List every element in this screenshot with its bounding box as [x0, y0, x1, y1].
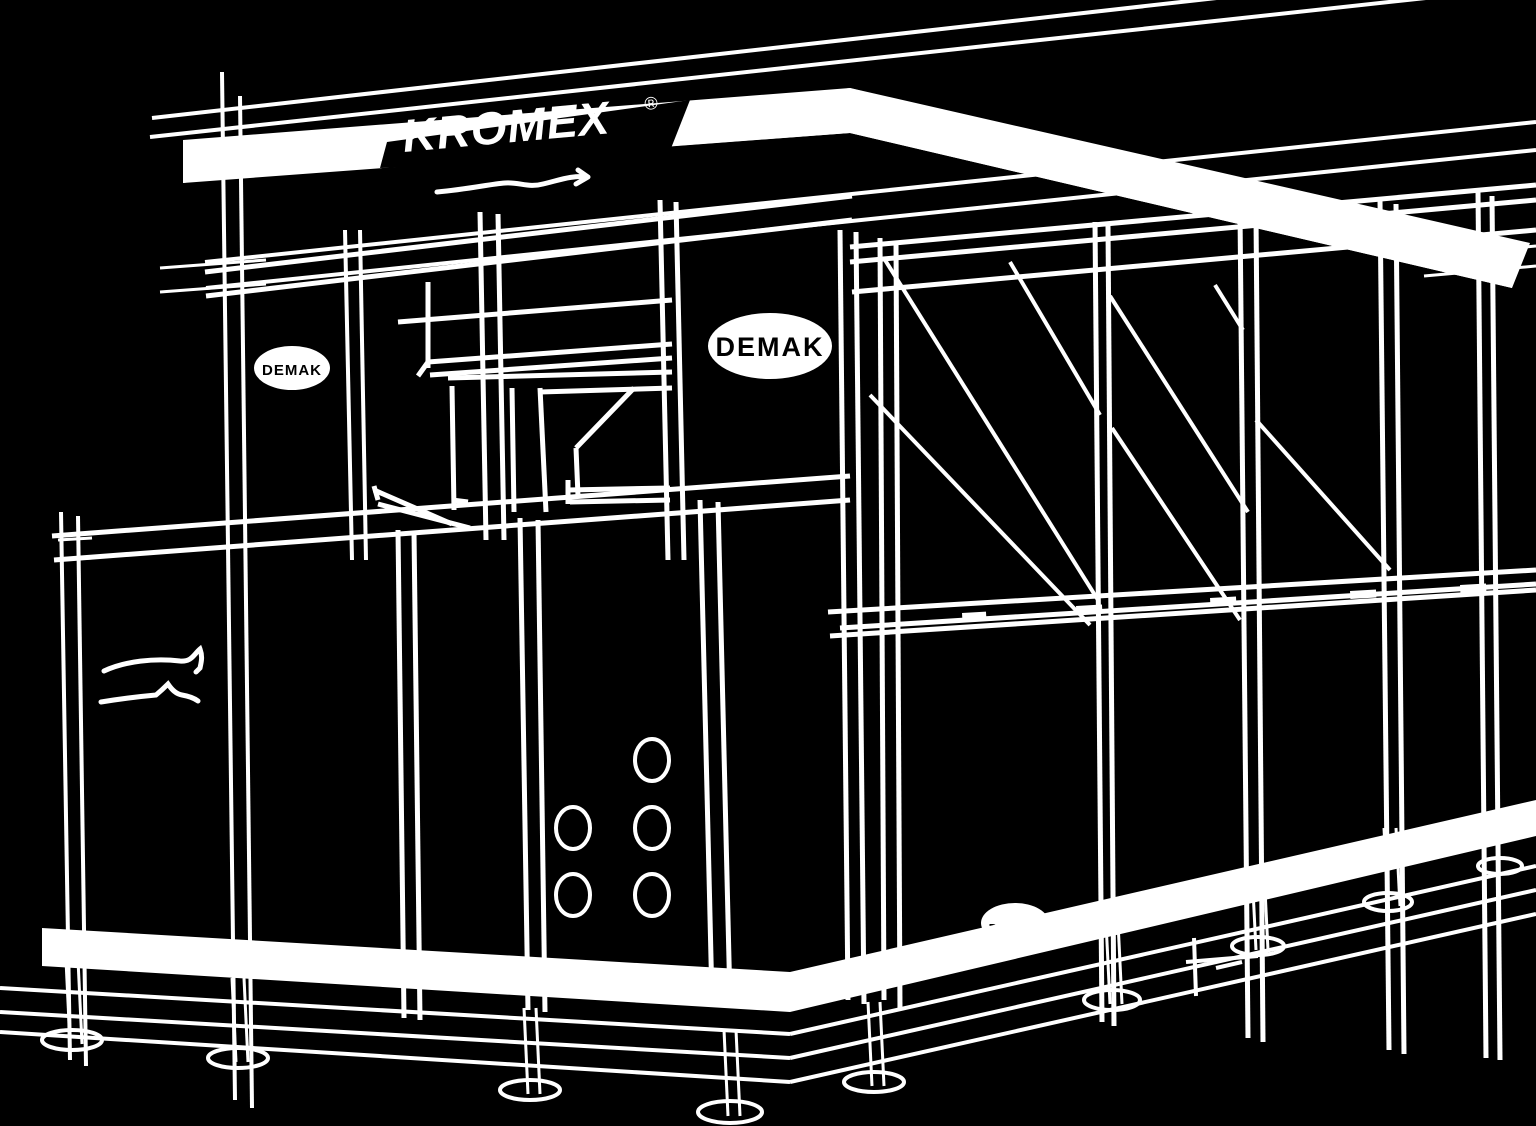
leveling-foot — [696, 1099, 764, 1125]
foot-post-group — [64, 827, 1402, 1117]
porthole-group — [554, 737, 671, 918]
alignment-grid-ticks — [57, 244, 1536, 562]
front-wall-frames — [51, 193, 867, 1021]
badge-lower-right — [981, 903, 1049, 943]
leveling-feet-group — [40, 856, 1524, 1125]
squiggle-annotation-top — [434, 167, 591, 195]
porthole — [554, 805, 592, 851]
panel-connector-clips — [962, 583, 1487, 621]
badge-left-upper — [254, 346, 330, 390]
fascia-logo-registered-mark: ® — [644, 93, 659, 114]
squiggle-annotation-left — [98, 644, 205, 705]
porthole — [633, 872, 671, 918]
right-wall-upper-frames — [827, 182, 1536, 1061]
outer-scaffold-grid — [149, 0, 1536, 290]
base-band-faces — [42, 800, 1536, 1012]
base-band — [42, 800, 1536, 1012]
leveling-foot — [1230, 935, 1286, 957]
leveling-foot — [1082, 988, 1142, 1012]
leveling-foot — [1476, 856, 1524, 876]
right-wall-lower-frames — [839, 581, 1536, 631]
porthole — [554, 872, 592, 918]
leveling-foot — [40, 1028, 104, 1052]
leveling-foot — [498, 1078, 562, 1102]
diagonal-brace-group — [868, 258, 1392, 627]
leveling-foot — [206, 1046, 270, 1070]
badge-center-upper — [708, 313, 832, 379]
ground-rail-group — [0, 864, 1536, 1084]
leveling-foot — [842, 1070, 906, 1094]
porthole — [633, 737, 671, 783]
porthole — [633, 805, 671, 851]
upright-post-group-left — [59, 71, 368, 1109]
interior-counter-unit — [371, 282, 673, 531]
fascia-logo-plate — [380, 100, 690, 168]
